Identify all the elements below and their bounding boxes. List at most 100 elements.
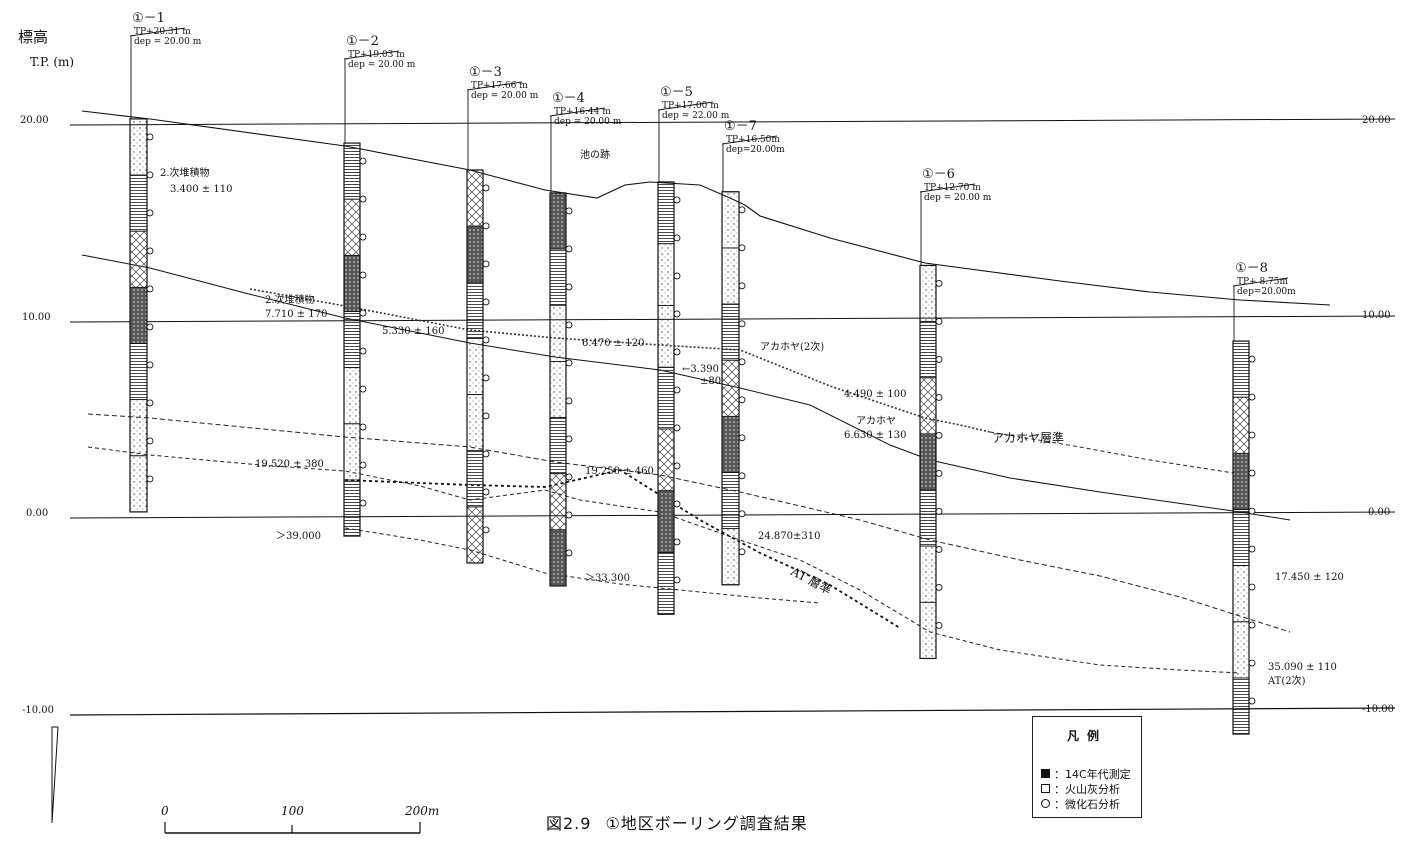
borehole-layer	[919, 265, 937, 322]
b3-date-label: 5.330 ± 160	[382, 326, 444, 337]
sample-circle	[482, 184, 490, 192]
b8-at-label: AT(2次)	[1267, 674, 1306, 687]
sample-circle	[1248, 697, 1256, 705]
borehole-name: ①－3	[469, 65, 502, 80]
sample-circle	[359, 233, 367, 241]
annotations: 2.次堆積物 3.400 ± 110 2.次堆積物 7.710 ± 170 19…	[160, 148, 1344, 687]
borehole-outline	[919, 264, 937, 660]
borehole-dep: dep = 20.00 m	[471, 91, 539, 101]
level-label-left-0: 0.00	[26, 508, 48, 519]
borehole-layer	[721, 303, 740, 361]
sample-circle	[673, 424, 681, 432]
sample-circle	[738, 206, 746, 214]
borehole-layer	[919, 601, 937, 659]
sample-circle	[673, 576, 681, 584]
borehole-dep: dep=20.00m	[1237, 287, 1296, 297]
sample-circle	[146, 323, 154, 331]
b4-date-c-label: ＞33.300	[585, 573, 630, 584]
sample-circle	[482, 260, 490, 268]
level-label-right-10: 10.00	[1362, 310, 1391, 321]
sample-circle	[673, 500, 681, 508]
borehole-layer	[343, 198, 361, 256]
b2-secondary-label: 2.次堆積物	[265, 293, 315, 306]
dashed-horizon-lower	[87, 446, 1241, 674]
b2-date-a-label: 7.710 ± 170	[265, 309, 327, 320]
borehole-tp: TP+12.70 m	[924, 183, 981, 193]
sample-circle	[359, 347, 367, 355]
borehole-layer	[1232, 565, 1250, 623]
sample-circle	[482, 374, 490, 382]
legend-item-microfossil: ：微化石分析	[1033, 796, 1141, 811]
at-horizon-label: AT 層準	[788, 563, 835, 597]
sample-circle	[673, 538, 681, 546]
scale-label-200: 200m	[404, 804, 439, 818]
legend-box: 凡例 ：14C年代測定 ：火山灰分析 ：微化石分析	[1032, 716, 1142, 818]
sample-circle	[673, 348, 681, 356]
level-label-left-20: 20.00	[20, 115, 49, 126]
borehole-tp: TP+19.03 m	[348, 50, 405, 60]
borehole-tp: TP+17.00 m	[662, 101, 719, 111]
sample-circle	[146, 475, 154, 483]
borehole-layer	[657, 305, 675, 368]
elevation-labels-left: 20.00 10.00 0.00 -10.00	[20, 115, 54, 716]
borehole-layer	[721, 247, 740, 305]
sample-circle	[359, 309, 367, 317]
sample-circle	[482, 488, 490, 496]
circle-icon	[1041, 799, 1050, 808]
legend-item-14c: ：14C年代測定	[1033, 766, 1141, 781]
sample-circle	[565, 321, 573, 329]
sample-circle	[359, 423, 367, 431]
borehole-layer	[721, 528, 740, 586]
sample-circle	[482, 526, 490, 534]
sample-circle	[1248, 355, 1256, 363]
sample-circle	[565, 397, 573, 405]
b7-date-label: 24.870±310	[758, 531, 820, 542]
sample-circle	[565, 435, 573, 443]
scale-label-100: 100	[281, 804, 304, 818]
borehole-layer	[343, 311, 361, 369]
sample-circle	[935, 507, 943, 515]
borehole-layer	[343, 479, 361, 537]
sample-circle	[738, 396, 746, 404]
label-underline	[129, 27, 186, 37]
b5-date-label: ←3.390	[682, 364, 719, 375]
b4-date-b-label: 19.250 ± 460	[585, 466, 654, 477]
sample-circle	[738, 282, 746, 290]
level-line-20	[69, 118, 1396, 126]
borehole-tp: TP+16.50m	[726, 135, 780, 145]
sample-circle	[738, 510, 746, 518]
borehole-dep: dep = 20.00 m	[924, 193, 992, 203]
sample-circle	[359, 157, 367, 165]
borehole-layer	[657, 181, 675, 245]
sample-circle	[359, 499, 367, 507]
sample-circle	[1248, 621, 1256, 629]
sample-circle	[359, 461, 367, 469]
borehole-layer	[129, 174, 148, 232]
dashed-horizon-upper	[87, 413, 1291, 633]
sample-circle	[935, 279, 943, 287]
borehole-layer	[919, 433, 937, 491]
sample-circle	[565, 245, 573, 253]
sample-circle	[673, 196, 681, 204]
borehole-layer	[549, 248, 567, 306]
level-label-left-m10: -10.00	[22, 705, 54, 716]
borehole-tp: TP+ 8.75m	[1237, 277, 1288, 287]
borehole-layer	[657, 366, 675, 430]
sample-circle	[1248, 393, 1256, 401]
sample-circle	[673, 386, 681, 394]
borehole-layer	[466, 225, 484, 283]
borehole-layer	[466, 281, 484, 339]
filled-square-icon	[1041, 769, 1050, 778]
borehole-dep: dep = 22.00 m	[662, 111, 730, 121]
ground-surface-line	[81, 110, 1331, 306]
borehole-outline	[129, 118, 148, 513]
borehole-layer	[549, 417, 567, 475]
b2-date-b-label: 19.520 ± 380	[255, 459, 324, 470]
b4-pond-label: 池の跡	[580, 148, 610, 161]
borehole-tp: TP+17.66 m	[471, 81, 528, 91]
